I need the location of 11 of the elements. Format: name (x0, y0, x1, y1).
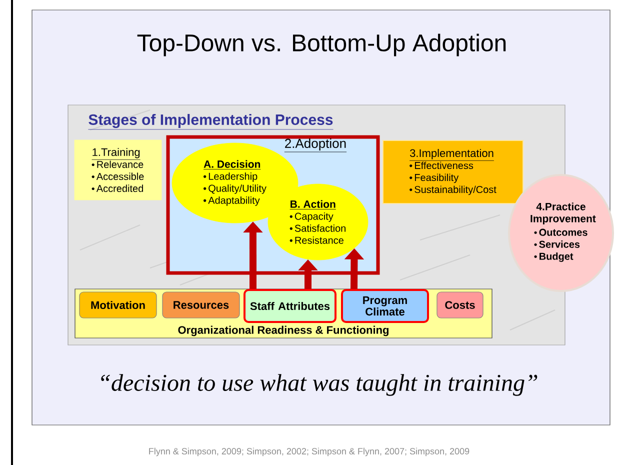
factor-box: Costs (436, 292, 484, 318)
section-heading: Stages of Implementation Process (88, 114, 334, 130)
factor-box: Resources (162, 292, 240, 318)
quote-text: “decision to use what was taught in training” (101, 374, 538, 396)
stage-box: 3.Implementation Effectiveness Feasibility Sustainability/Cost (382, 140, 524, 204)
stage-box: 1.Training Relevance Accessible Accredited (74, 140, 162, 200)
slide-title: Top-Down vs. Bottom-Up Adoption (137, 34, 506, 56)
factor-box: Staff Attributes (244, 289, 336, 323)
citation-text: Flynn & Simpson, 2009; Simpson, 2002; Simpson & Flynn, 2007; Simpson, 2009 (149, 448, 470, 456)
factor-box: Motivation (79, 292, 157, 318)
factor-box: Program Climate (341, 289, 429, 323)
